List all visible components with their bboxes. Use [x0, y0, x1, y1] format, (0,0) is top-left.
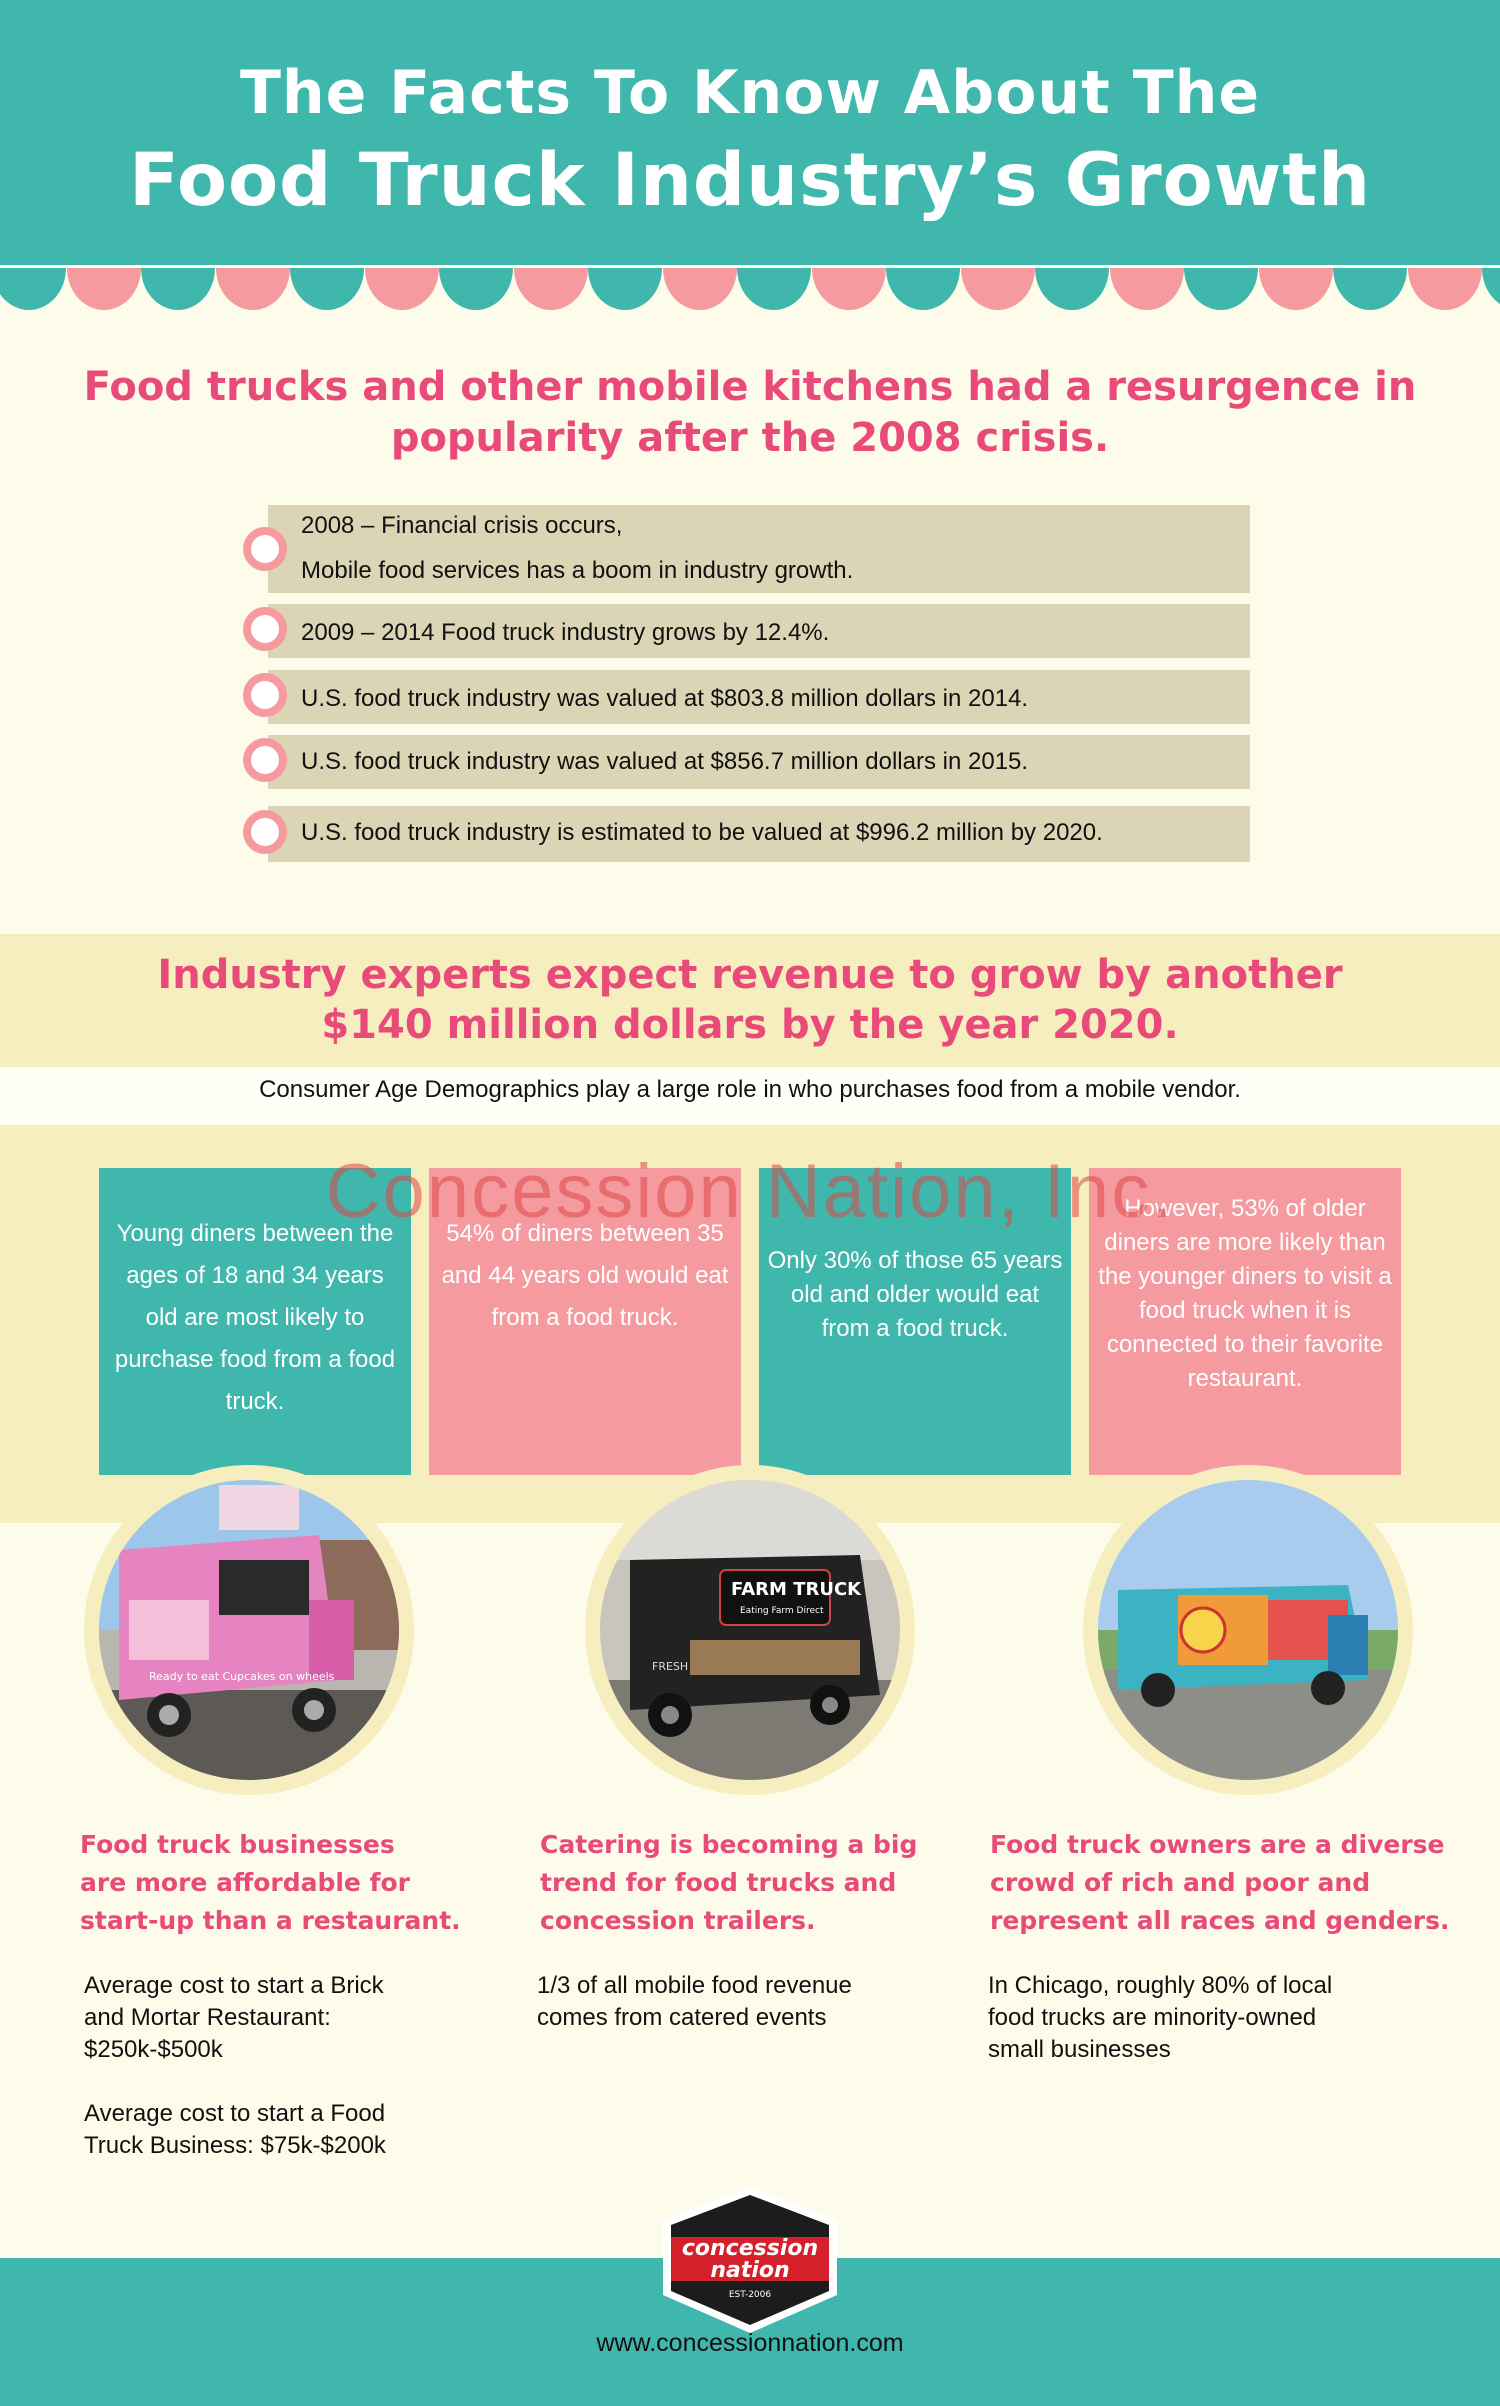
website-link[interactable]: www.concessionnation.com: [596, 2329, 904, 2357]
truck-sign-subtext: Eating Farm Direct: [740, 1606, 824, 1616]
scallop-bump: [513, 268, 588, 310]
demographic-box: However, 53% of older diners are more li…: [1089, 1168, 1401, 1475]
fact-text: U.S. food truck industry was valued at $…: [301, 685, 1029, 712]
demographic-text: Young diners between the ages of 18 and …: [114, 1220, 396, 1415]
scallop-bump: [1184, 268, 1258, 310]
scallop-bump: [439, 268, 513, 310]
watermark-text: Concession Nation, Inc.: [325, 1149, 1175, 1234]
logo-text: concession: [682, 2236, 818, 2261]
scallop-bump: [1258, 268, 1333, 310]
fact-text: 2008 – Financial crisis occurs,: [301, 512, 623, 539]
scallop-bump: [66, 268, 141, 310]
fact-item: U.S. food truck industry was valued at $…: [243, 735, 1250, 789]
scallop-bump: [0, 268, 66, 310]
cupcake-truck-image: Ready to eat Cupcakes on wheels: [99, 1480, 399, 1780]
bullet-dot-icon: [243, 738, 287, 782]
pillar-body-line: Average cost to start a Food: [84, 2100, 386, 2127]
pillar-body-line: In Chicago, roughly 80% of local: [988, 1972, 1333, 1999]
demographic-text: However, 53% of older diners are more li…: [1098, 1195, 1392, 1392]
demographic-text: 54% of diners between 35 and 44 years ol…: [441, 1220, 729, 1331]
demographic-box: Only 30% of those 65 years old and older…: [759, 1168, 1071, 1475]
pillar-body-line: 1/3 of all mobile food revenue: [537, 1972, 852, 1999]
pillar-title-line: Catering is becoming a big: [540, 1830, 918, 1859]
pillar-body-line: small businesses: [988, 2036, 1171, 2063]
bullet-dot-icon: [243, 810, 287, 854]
fact-text: U.S. food truck industry is estimated to…: [301, 819, 1103, 846]
pillar-body-line: and Mortar Restaurant:: [84, 2004, 331, 2031]
pillar-title-line: start-up than a restaurant.: [80, 1906, 461, 1935]
truck-sign-text: FARM TRUCK: [731, 1579, 862, 1600]
pillar-title-line: Food truck owners are a diverse: [990, 1830, 1445, 1859]
bullet-dot-icon: [243, 527, 287, 571]
scallop-bump: [1035, 268, 1109, 310]
scallop-bump: [886, 268, 960, 310]
demographics-subtext: Consumer Age Demographics play a large r…: [259, 1076, 1241, 1103]
bullet-dot-icon: [243, 607, 287, 651]
scallop-bump: [364, 268, 439, 310]
scallop-bump: [588, 268, 662, 310]
farm-truck-image: FARM TRUCK Eating Farm Direct FRESH: [600, 1480, 900, 1780]
logo-text: nation: [710, 2258, 789, 2283]
page-title-line1: The Facts To Know About The: [239, 58, 1261, 128]
page-title-line2: Food Truck Industry’s Growth: [128, 138, 1372, 223]
pillar-title: Food truck businesses are more affordabl…: [80, 1826, 461, 1940]
demographic-box: 54% of diners between 35 and 44 years ol…: [429, 1168, 741, 1475]
fact-text: Mobile food services has a boom in indus…: [301, 557, 854, 584]
pillar-title: Food truck owners are a diverse crowd of…: [990, 1826, 1450, 1940]
scallop-bump: [1333, 268, 1407, 310]
fact-item: 2008 – Financial crisis occurs, Mobile f…: [243, 505, 1250, 593]
demographic-box: Young diners between the ages of 18 and …: [99, 1168, 411, 1475]
fact-item: U.S. food truck industry is estimated to…: [243, 806, 1250, 862]
truck-photo-frame: [1083, 1465, 1413, 1795]
scallop-bump: [1109, 268, 1184, 310]
pillar-body-line: comes from catered events: [537, 2004, 827, 2031]
scallop-border: [0, 268, 1500, 310]
pillar-title-line: concession trailers.: [540, 1906, 816, 1935]
pillar-body: Average cost to start a Brick and Mortar…: [84, 1970, 384, 2066]
scallop-bump: [737, 268, 811, 310]
pillar-body: In Chicago, roughly 80% of local food tr…: [988, 1970, 1332, 2066]
fact-text: 2009 – 2014 Food truck industry grows by…: [301, 619, 830, 646]
bullet-dot-icon: [243, 673, 287, 717]
section2-heading-line1: Industry experts expect revenue to grow …: [157, 952, 1343, 998]
pillar-body-line: food trucks are minority-owned: [988, 2004, 1317, 2031]
header-banner: The Facts To Know About The Food Truck I…: [0, 0, 1500, 265]
truck-photo-frame: Ready to eat Cupcakes on wheels: [84, 1465, 414, 1795]
pillar-body-line: Truck Business: $75k-$200k: [84, 2132, 386, 2159]
truck-sign-text: Ready to eat Cupcakes on wheels: [149, 1670, 335, 1683]
scallop-bump: [1407, 268, 1482, 310]
scallop-bump: [215, 268, 290, 310]
fact-item: 2009 – 2014 Food truck industry grows by…: [243, 604, 1250, 658]
colorful-truck-image: [1098, 1480, 1398, 1780]
logo-est-text: EST-2006: [729, 2290, 771, 2300]
demographic-text: Only 30% of those 65 years old and older…: [767, 1247, 1063, 1342]
pillar-title-line: trend for food trucks and: [540, 1868, 897, 1897]
section1-heading-line2: popularity after the 2008 crisis.: [390, 415, 1110, 461]
fact-text: U.S. food truck industry was valued at $…: [301, 748, 1029, 775]
pillar-body-line: $250k-$500k: [84, 2036, 223, 2063]
section1-heading-line1: Food trucks and other mobile kitchens ha…: [83, 364, 1417, 410]
scallop-bump: [811, 268, 886, 310]
pillar-title: Catering is becoming a big trend for foo…: [540, 1826, 917, 1940]
scallop-bump: [141, 268, 215, 310]
pillar-title-line: Food truck businesses: [80, 1830, 395, 1859]
revenue-band: [0, 934, 1500, 1067]
concession-nation-logo: concession nation EST-2006: [657, 2185, 843, 2335]
truck-side-text: FRESH: [652, 1660, 688, 1673]
pillar-title-line: represent all races and genders.: [990, 1906, 1450, 1935]
pillar-body: Average cost to start a Food Truck Busin…: [84, 2098, 386, 2162]
section2-heading-line2: $140 million dollars by the year 2020.: [321, 1002, 1179, 1048]
pillar-body: 1/3 of all mobile food revenue comes fro…: [537, 1970, 852, 2034]
scallop-bump: [662, 268, 737, 310]
pillar-body-line: Average cost to start a Brick: [84, 1972, 384, 1999]
demographics-strip: [0, 1067, 1500, 1125]
pillar-title-line: crowd of rich and poor and: [990, 1868, 1371, 1897]
scallop-bump: [1482, 268, 1500, 310]
scallop-bump: [290, 268, 364, 310]
truck-photo-frame: FARM TRUCK Eating Farm Direct FRESH: [585, 1465, 915, 1795]
scallop-bump: [960, 268, 1035, 310]
pillar-title-line: are more affordable for: [80, 1868, 410, 1897]
fact-item: U.S. food truck industry was valued at $…: [243, 670, 1250, 724]
